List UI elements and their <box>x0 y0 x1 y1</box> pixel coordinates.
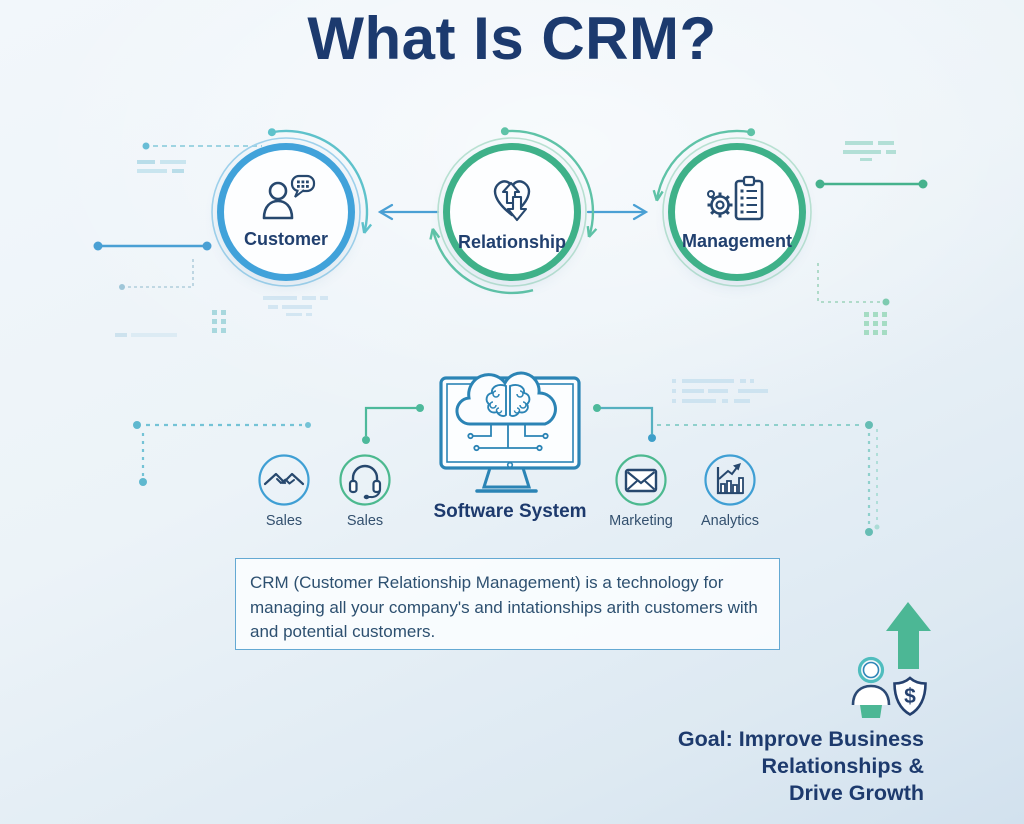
goal-line-3: Drive Growth <box>789 781 924 805</box>
faint-text-rows-left <box>115 296 328 337</box>
dashed-lines-mid-right <box>657 421 880 536</box>
goal-statement: Goal: Improve Business Relationships & D… <box>594 726 924 807</box>
goal-line-2: Relationships & <box>761 754 924 778</box>
connector-right-to-software <box>593 404 656 442</box>
customer-circle: Customer <box>198 124 374 300</box>
customer-label: Customer <box>243 229 328 249</box>
handshake-icon <box>258 454 310 506</box>
bar-chart-icon <box>704 454 756 506</box>
function-analytics: Analytics <box>692 452 768 529</box>
squares-grid-right <box>864 312 887 335</box>
software-system-label: Software System <box>433 501 587 522</box>
customer-orbit-arcs <box>211 128 373 287</box>
heart-arrows-icon <box>493 180 531 222</box>
dollar-shield-icon: $ <box>893 676 927 716</box>
growth-goal-graphic: $ <box>851 602 931 718</box>
squares-grid-left <box>212 310 226 333</box>
page-title: What Is CRM? <box>307 5 717 72</box>
dashed-corner-right <box>817 263 890 306</box>
function-marketing: Marketing <box>603 452 679 529</box>
faint-text-rows-right <box>672 379 768 403</box>
connector-line-right <box>815 179 928 189</box>
function-label: Analytics <box>700 513 760 529</box>
person-chat-icon <box>262 174 316 220</box>
relationship-ring: Relationship <box>443 143 581 281</box>
gear-clipboard-icon <box>707 175 764 221</box>
customer-ring: Customer <box>217 143 355 281</box>
connector-line-left <box>93 241 212 251</box>
connector-left-to-software <box>362 404 424 444</box>
relationship-label: Relationship <box>457 232 566 252</box>
management-orbit-arcs <box>652 128 812 287</box>
crm-definition-box: CRM (Customer Relationship Management) i… <box>235 558 780 650</box>
dashed-corner-left <box>119 258 194 290</box>
function-sales-support: Sales <box>327 452 403 529</box>
function-label: Sales <box>265 513 303 529</box>
management-circle: Management <box>649 124 825 300</box>
relationship-circle: Relationship <box>424 124 600 300</box>
management-ring: Management <box>668 143 806 281</box>
function-sales-handshake: Sales <box>246 452 322 529</box>
monitor-brain-cloud-icon <box>439 371 581 493</box>
function-label: Marketing <box>609 513 673 529</box>
svg-text:$: $ <box>904 685 916 708</box>
dashes-top-right <box>843 141 896 161</box>
management-label: Management <box>681 231 793 251</box>
growth-arrow-icon <box>886 602 931 669</box>
envelope-icon <box>615 454 667 506</box>
person-icon <box>851 656 891 718</box>
headset-icon <box>339 454 391 506</box>
function-label: Sales <box>346 513 384 529</box>
crm-definition-text: CRM (Customer Relationship Management) i… <box>250 573 758 642</box>
goal-line-1: Goal: Improve Business <box>677 727 924 751</box>
